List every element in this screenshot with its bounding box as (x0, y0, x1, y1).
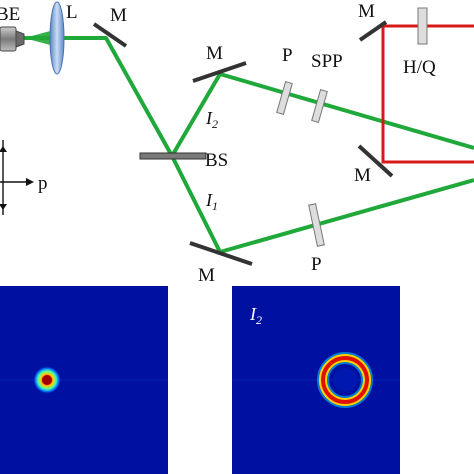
mirror-label-2: M (206, 43, 223, 64)
interferometer-box (381, 24, 474, 164)
beam-splitter-label: BS (205, 150, 228, 171)
polarizer-label-upper: P (282, 45, 293, 66)
mirror-top-right (358, 20, 388, 42)
mirror-label-4: M (358, 1, 375, 22)
axes-icon (0, 140, 34, 215)
panel-2-label: I2 (249, 304, 262, 327)
objective-icon (0, 26, 25, 52)
intensity-panel-2: I2 (232, 286, 400, 474)
path-1-label: I1 (205, 190, 218, 213)
axis-p-label: p (38, 173, 48, 194)
vortex-dark-center (333, 368, 357, 392)
waveplate-label: H/Q (403, 57, 436, 78)
polarizer-lower (308, 203, 325, 247)
mirror-top-left (92, 22, 128, 48)
mirror-upper (192, 61, 247, 83)
mirror-label-5: M (354, 165, 371, 186)
interferometer-outline (381, 24, 474, 164)
gaussian-core (42, 375, 52, 385)
beam-path-2 (170, 72, 474, 158)
mirror-label-3: M (198, 265, 215, 286)
spiral-phase-plate (311, 89, 328, 123)
polarizer-label-lower: P (311, 254, 322, 275)
intensity-panel-1 (0, 286, 168, 474)
input-beam (22, 36, 174, 157)
vortex-ring-core (321, 356, 369, 404)
focus-cone (24, 30, 54, 46)
lens-icon (49, 1, 65, 75)
mirror-lower (189, 241, 253, 266)
waveplate (417, 7, 428, 45)
lens-label: L (66, 2, 78, 23)
mirror-label-1: M (110, 5, 127, 26)
beam-splitter (139, 152, 207, 160)
path-2-label: I2 (205, 108, 218, 131)
mirror-mid-right (357, 144, 394, 178)
spp-label: SPP (311, 51, 343, 72)
beam-expander-label: BE (0, 4, 20, 25)
polarizer-upper (276, 81, 293, 115)
